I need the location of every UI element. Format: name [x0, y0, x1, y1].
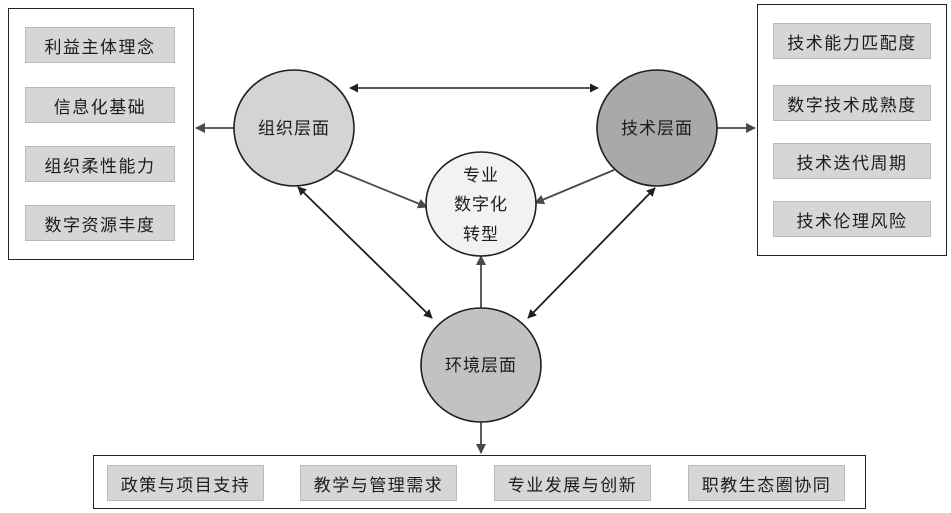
- left-factor-1: 利益主体理念: [25, 27, 175, 63]
- right-factor-2: 数字技术成熟度: [773, 85, 931, 121]
- left-factor-4: 数字资源丰度: [25, 205, 175, 241]
- left-factor-3: 组织柔性能力: [25, 146, 175, 182]
- right-factor-4: 技术伦理风险: [773, 201, 931, 237]
- tech-env-arrow: [527, 187, 656, 319]
- bottom-factor-2: 教学与管理需求: [300, 465, 457, 501]
- center-label-line-2: 数字化: [454, 195, 508, 215]
- center-label-line-1: 专业: [463, 166, 499, 186]
- bottom-factor-4: 职教生态圈协同: [688, 465, 845, 501]
- org-layer-label: 组织层面: [258, 119, 330, 139]
- left-factor-2: 信息化基础: [25, 87, 175, 123]
- right-factor-3: 技术迭代周期: [773, 143, 931, 179]
- left-factor-panel: 利益主体理念 信息化基础 组织柔性能力 数字资源丰度: [8, 8, 194, 260]
- org-layer-node: 组织层面: [233, 69, 355, 187]
- org-to-center-arrow: [335, 169, 428, 209]
- org-env-arrow: [297, 186, 433, 319]
- tech-to-center-arrow: [534, 169, 615, 205]
- right-factor-1: 技术能力匹配度: [773, 23, 931, 59]
- bottom-factor-panel: 政策与项目支持 教学与管理需求 专业发展与创新 职教生态圈协同: [93, 455, 866, 509]
- bottom-factor-3: 专业发展与创新: [494, 465, 651, 501]
- center-transformation-node: 专业 数字化 转型: [425, 151, 537, 257]
- env-layer-label: 环境层面: [445, 356, 517, 376]
- env-layer-node: 环境层面: [420, 307, 542, 423]
- right-factor-panel: 技术能力匹配度 数字技术成熟度 技术迭代周期 技术伦理风险: [757, 4, 947, 256]
- tech-layer-node: 技术层面: [596, 69, 718, 187]
- tech-layer-label: 技术层面: [621, 119, 693, 139]
- bottom-factor-1: 政策与项目支持: [107, 465, 264, 501]
- center-label-line-3: 转型: [463, 225, 499, 245]
